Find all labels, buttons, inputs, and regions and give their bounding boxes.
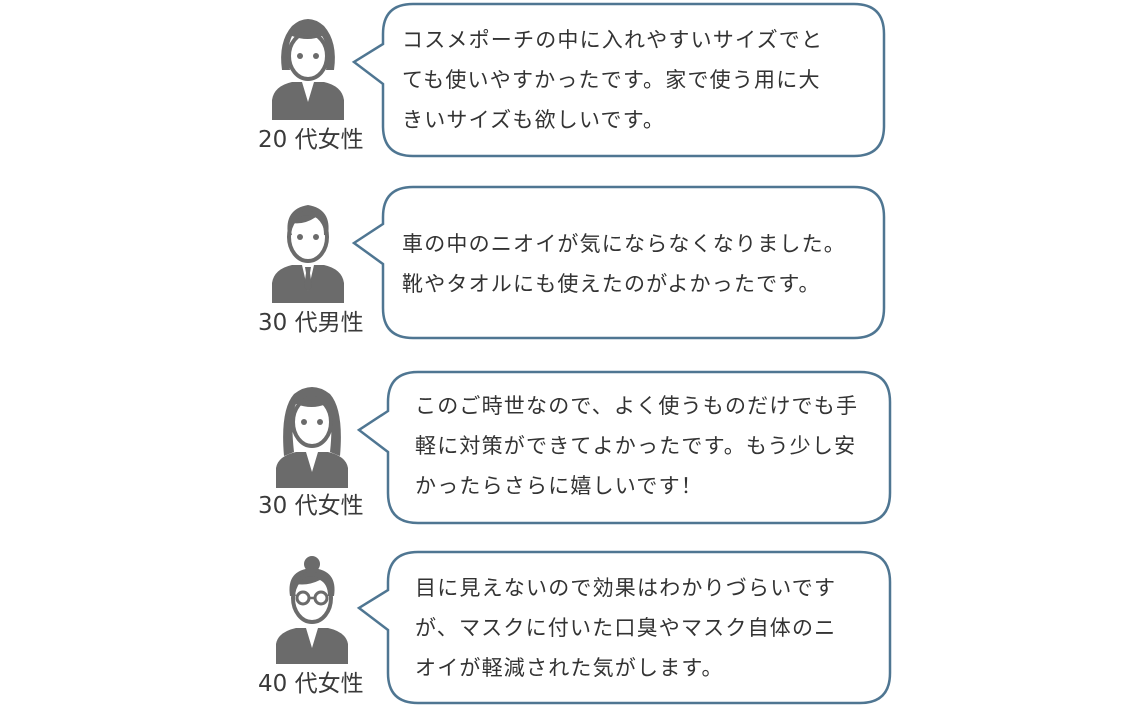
long-hair-woman-icon: [272, 380, 352, 490]
review-line: ても使いやすかったです。家で使う用に大: [402, 68, 821, 92]
speech-bubble: [356, 370, 892, 525]
reviewer-label: 20 代女性: [258, 127, 364, 153]
review-text: 車の中のニオイが気にならなくなりました。 靴やタオルにも使えたのがよかったです。: [402, 224, 846, 304]
businessman-icon: [268, 195, 348, 305]
review-line: 車の中のニオイが気にならなくなりました。: [402, 232, 846, 256]
review-text: 目に見えないので効果はわかりづらいです が、マスクに付いた口臭やマスク自体のニ …: [415, 568, 836, 688]
speech-bubble: [351, 185, 886, 340]
review-text: このご時世なので、よく使うものだけでも手 軽に対策ができてよかったです。もう少し…: [415, 386, 858, 506]
woman-icon: [268, 12, 348, 122]
review-line: オイが軽減された気がします。: [415, 656, 724, 680]
review-line: 目に見えないので効果はわかりづらいです: [415, 576, 837, 600]
review-line: 軽に対策ができてよかったです。もう少し安: [415, 434, 857, 458]
reviewer-label: 40 代女性: [258, 671, 364, 697]
review-line: このご時世なので、よく使うものだけでも手: [415, 394, 859, 418]
reviewer-label: 30 代女性: [258, 493, 364, 519]
review-line: かったらさらに嬉しいです！: [415, 474, 703, 498]
review-line: が、マスクに付いた口臭やマスク自体のニ: [415, 616, 837, 640]
review-text: コスメポーチの中に入れやすいサイズでと ても使いやすかったです。家で使う用に大 …: [402, 20, 823, 140]
glasses-woman-icon: [272, 556, 352, 666]
review-line: きいサイズも欲しいです。: [402, 108, 666, 132]
review-line: コスメポーチの中に入れやすいサイズでと: [402, 28, 824, 52]
review-line: 靴やタオルにも使えたのがよかったです。: [402, 272, 821, 296]
reviewer-label: 30 代男性: [258, 310, 364, 336]
speech-bubble: [351, 2, 886, 158]
